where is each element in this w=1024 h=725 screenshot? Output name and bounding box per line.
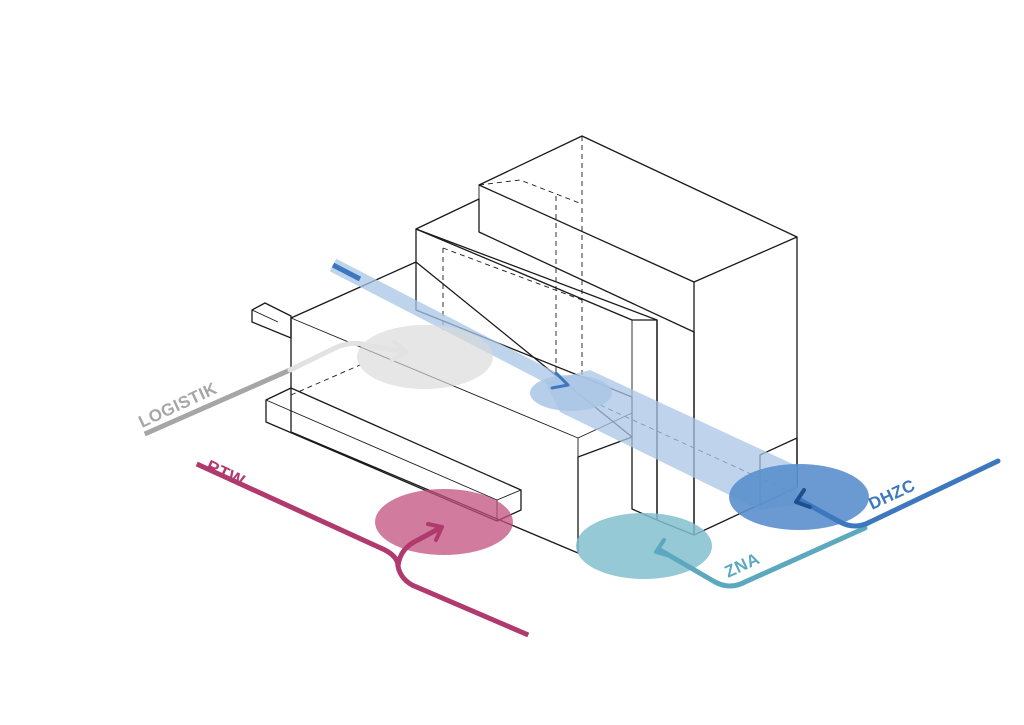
building-volumes — [251, 135, 798, 554]
front-wing-volume — [265, 387, 522, 522]
logistik-flow — [143, 340, 409, 437]
zna-flow — [654, 525, 868, 589]
dhzc-internal-corridor — [545, 370, 797, 510]
logistik-arrow — [287, 340, 408, 373]
logistik-path — [143, 366, 294, 437]
zna-path — [657, 525, 868, 589]
rtw-zone — [375, 489, 513, 555]
dhzc-label: DHZC — [866, 476, 919, 514]
dhzc-internal-path — [329, 258, 569, 392]
rtw-label: RTW — [203, 456, 248, 490]
bridge-stub — [251, 302, 292, 339]
dhzc-path — [797, 458, 1001, 529]
logistik-zone — [357, 325, 493, 389]
rtw-flow — [195, 461, 530, 638]
dhzc-interior-flow — [331, 262, 570, 390]
dhzc-inner-zone — [530, 375, 612, 411]
rtw-arrow — [395, 525, 443, 569]
dhzc-flow — [794, 458, 1001, 529]
